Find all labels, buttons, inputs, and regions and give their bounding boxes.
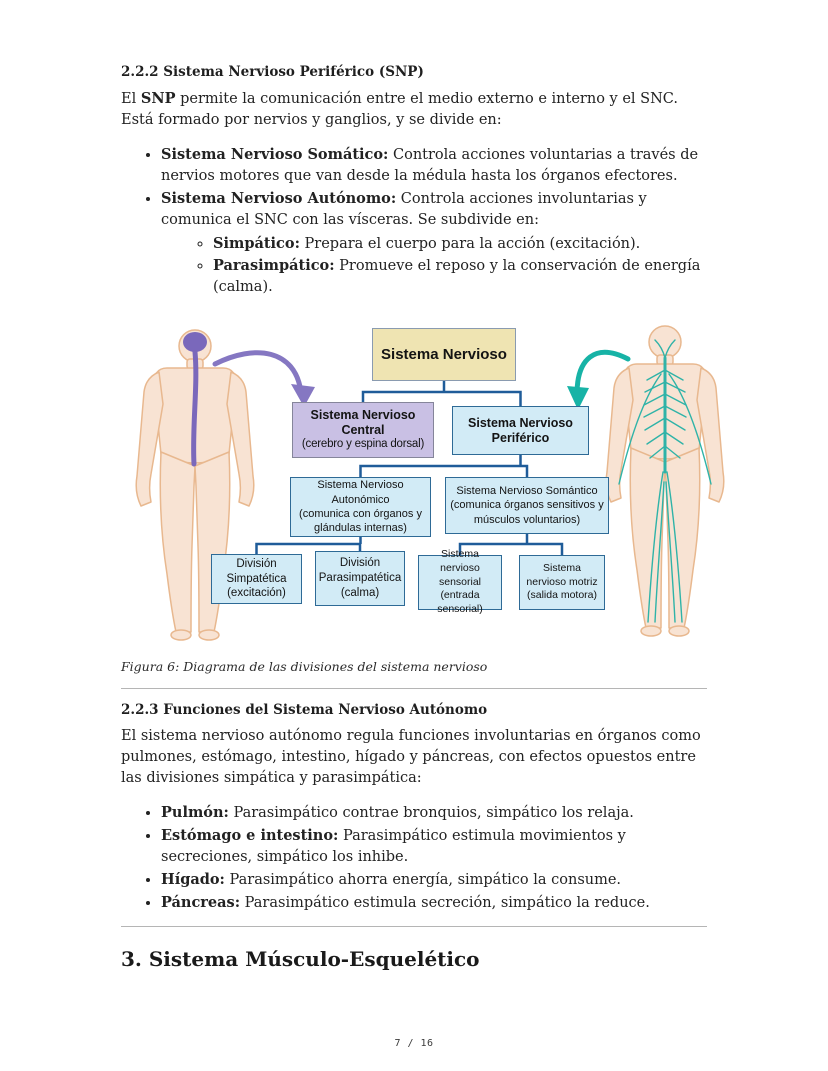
autonomo-sub-list: Simpático: Prepara el cuerpo para la acc… bbox=[161, 233, 707, 298]
bullet-text: Parasimpático estimula secreción, simpát… bbox=[240, 895, 650, 911]
bullet-text: Parasimpático estimula movimientos y sec… bbox=[161, 828, 626, 865]
figure-caption: Figura 6: Diagrama de las divisiones del… bbox=[121, 659, 488, 674]
arrow-left-icon bbox=[212, 350, 304, 395]
box-title: Sistema Nervioso Central bbox=[310, 408, 416, 438]
box-title: Sistema nervioso motriz (salida motora) bbox=[526, 562, 598, 602]
list-item: Páncreas: Parasimpático estimula secreci… bbox=[161, 892, 707, 914]
figure-nervous-system-diagram: Sistema Nervioso Sistema Nervioso Centra… bbox=[115, 314, 730, 641]
human-body-peripheral-illustration bbox=[605, 325, 725, 637]
diagram-box-snc: Sistema Nervioso Central (cerebro y espi… bbox=[292, 402, 434, 458]
spinal-cord-icon bbox=[191, 349, 199, 467]
nerve-branches-icon bbox=[643, 339, 687, 459]
section-divider bbox=[121, 926, 707, 927]
list-item: Estómago e intestino: Parasimpático esti… bbox=[161, 825, 707, 868]
human-body-central-illustration bbox=[135, 329, 255, 641]
bullet-label: Sistema Nervioso Autónomo: bbox=[161, 190, 397, 207]
connector-root-to-level2 bbox=[361, 381, 522, 406]
section-divider bbox=[121, 688, 707, 689]
diagram-box-parasimpatetica: División Parasimpatética (calma) bbox=[315, 551, 405, 606]
heading-2-2-2: 2.2.2 Sistema Nervioso Periférico (SNP) bbox=[121, 64, 424, 80]
funciones-bullet-list: Pulmón: Parasimpático contrae bronquios,… bbox=[121, 802, 707, 914]
bullet-text: Prepara el cuerpo para la acción (excita… bbox=[299, 236, 641, 252]
connector-periferico-to-level3 bbox=[359, 455, 529, 477]
bullet-label: Estómago e intestino: bbox=[161, 827, 339, 844]
list-item: Simpático: Prepara el cuerpo para la acc… bbox=[213, 233, 707, 255]
list-item: Sistema Nervioso Somático: Controla acci… bbox=[161, 144, 707, 187]
arrow-right-head-icon bbox=[567, 386, 589, 410]
diagram-box-snp: Sistema Nervioso Periférico bbox=[452, 406, 589, 455]
arrow-left-head-icon bbox=[291, 384, 315, 407]
list-item: Hígado: Parasimpático ahorra energía, si… bbox=[161, 869, 707, 891]
brain-icon bbox=[183, 332, 207, 352]
diagram-box-autonomico: Sistema Nervioso Autonómico (comunica co… bbox=[290, 477, 431, 537]
heading-2-2-3: 2.2.3 Funciones del Sistema Nervioso Aut… bbox=[121, 702, 488, 718]
intro-post: permite la comunicación entre el medio e… bbox=[121, 91, 678, 128]
diagram-box-simpatetica: División Simpatética (excitación) bbox=[211, 554, 302, 604]
diagram-box-motriz: Sistema nervioso motriz (salida motora) bbox=[519, 555, 605, 610]
intro-bold-snp: SNP bbox=[140, 90, 176, 107]
diagram-box-sistema-nervioso: Sistema Nervioso bbox=[372, 328, 516, 381]
list-item: Parasimpático: Promueve el reposo y la c… bbox=[213, 255, 707, 298]
bullet-text: Controla acciones voluntarias a través d… bbox=[161, 147, 699, 184]
box-title: División Simpatética (excitación) bbox=[226, 557, 287, 600]
bullet-label: Pulmón: bbox=[161, 804, 229, 821]
bullet-text: Parasimpático contrae bronquios, simpáti… bbox=[228, 805, 634, 821]
diagram-artwork bbox=[135, 325, 725, 641]
arrow-right-icon bbox=[574, 349, 631, 397]
box-title: Sistema nervioso sensorial (entrada sens… bbox=[437, 548, 483, 615]
bullet-text: Controla acciones involuntarias y comuni… bbox=[161, 191, 647, 228]
bullet-text: Parasimpático ahorra energía, simpático … bbox=[224, 872, 622, 888]
snp-bullet-list: Sistema Nervioso Somático: Controla acci… bbox=[121, 144, 707, 298]
box-title: Sistema Nervioso Somántico bbox=[456, 485, 598, 498]
diagram-box-sensorial: Sistema nervioso sensorial (entrada sens… bbox=[418, 548, 502, 615]
list-item: Pulmón: Parasimpático contrae bronquios,… bbox=[161, 802, 707, 824]
box-subtitle: (comunica órganos sensitivos y músculos … bbox=[450, 499, 604, 526]
intro-pre: El bbox=[121, 91, 141, 107]
bullet-text: Promueve el reposo y la conservación de … bbox=[213, 258, 701, 295]
box-title: Sistema Nervioso Periférico bbox=[468, 415, 573, 445]
bullet-label: Páncreas: bbox=[161, 894, 241, 911]
paragraph-snp-intro: El SNP permite la comunicación entre el … bbox=[121, 88, 707, 131]
nerve-limbs-icon bbox=[618, 373, 712, 623]
box-subtitle: (comunica con órganos y glándulas intern… bbox=[299, 508, 422, 535]
heading-3: 3. Sistema Músculo-Esquelético bbox=[121, 947, 480, 971]
box-subtitle: (cerebro y espina dorsal) bbox=[301, 438, 425, 451]
connector-somantico-to-leaves bbox=[458, 534, 564, 555]
bullet-label: Simpático: bbox=[213, 235, 300, 252]
diagram-box-somantico: Sistema Nervioso Somántico (comunica órg… bbox=[445, 477, 609, 534]
connector-autonomico-to-leaves bbox=[255, 537, 362, 554]
bullet-label: Sistema Nervioso Somático: bbox=[161, 146, 389, 163]
box-title: Sistema Nervioso bbox=[381, 346, 507, 363]
list-item: Sistema Nervioso Autónomo: Controla acci… bbox=[161, 188, 707, 298]
box-title: Sistema Nervioso Autonómico bbox=[317, 479, 404, 506]
paragraph-autonomo-intro: El sistema nervioso autónomo regula func… bbox=[121, 728, 701, 786]
bullet-label: Parasimpático: bbox=[213, 257, 335, 274]
box-title: División Parasimpatética (calma) bbox=[318, 557, 402, 599]
bullet-label: Hígado: bbox=[161, 871, 225, 888]
page-number: 7 / 16 bbox=[394, 1038, 434, 1049]
